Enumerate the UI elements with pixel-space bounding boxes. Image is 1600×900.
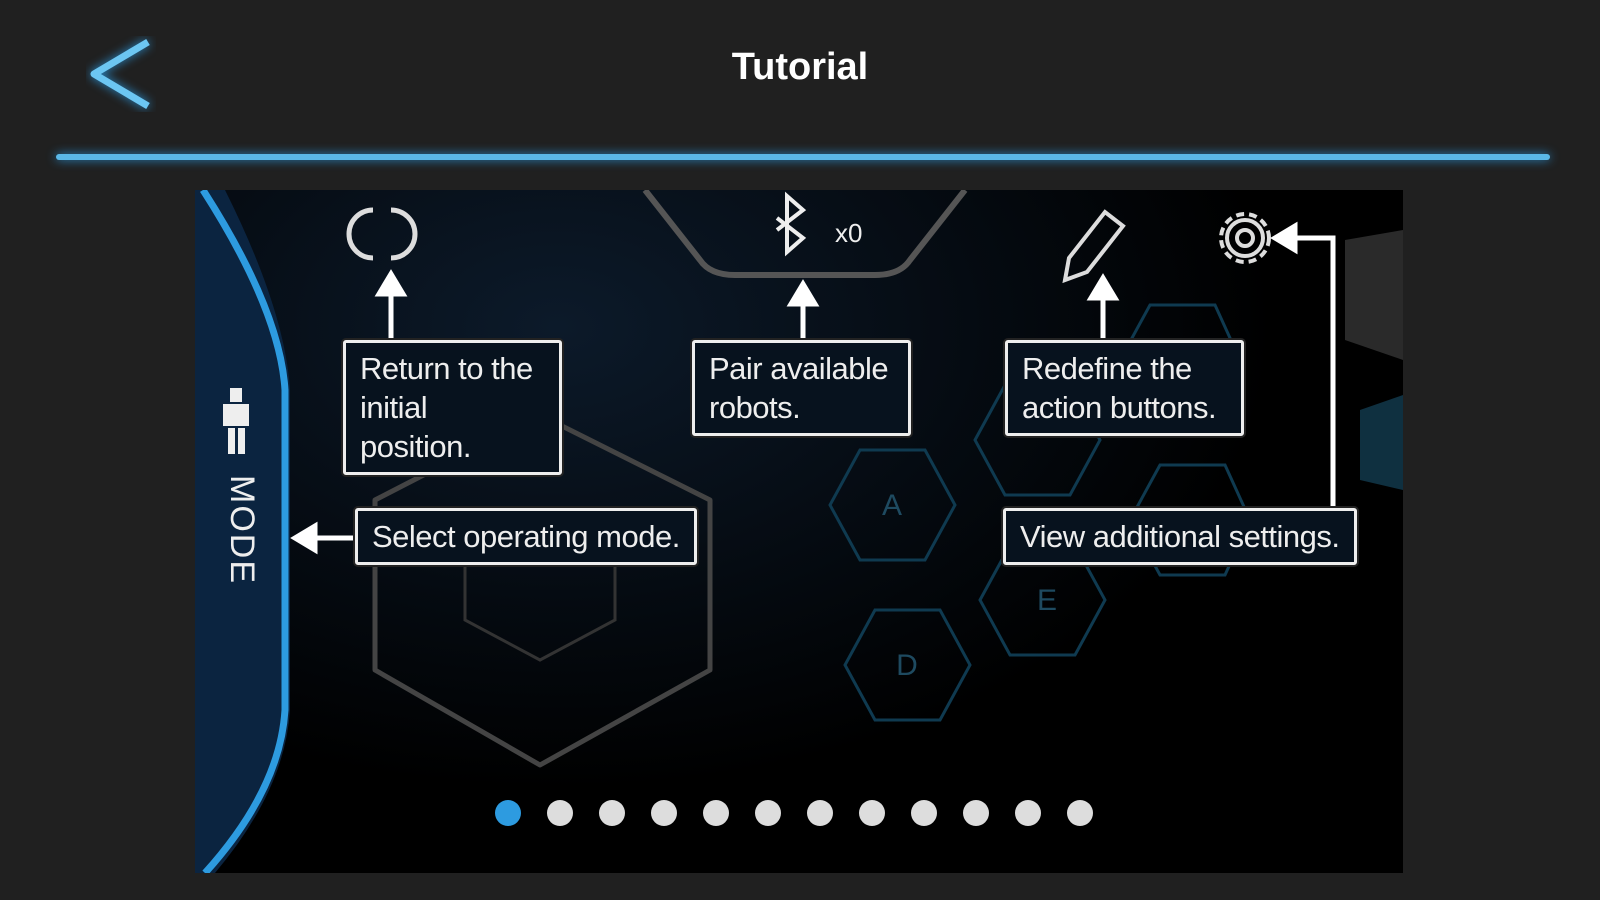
callout-reset: Return to the initial position.: [343, 340, 562, 475]
callout-pair: Pair available robots.: [692, 340, 911, 436]
page-dot[interactable]: [859, 800, 885, 826]
page-dot[interactable]: [495, 800, 521, 826]
hex-button-d: [843, 608, 972, 722]
page-dot[interactable]: [963, 800, 989, 826]
callout-settings: View additional settings.: [1003, 508, 1357, 565]
page-dot[interactable]: [599, 800, 625, 826]
back-button[interactable]: [86, 36, 156, 112]
page-dot[interactable]: [1067, 800, 1093, 826]
svg-text:D: D: [896, 649, 918, 682]
tutorial-image[interactable]: A D E MODE x0 Return to the initial positi…: [195, 190, 1403, 873]
pencil-icon: [1062, 209, 1126, 284]
page-dot[interactable]: [703, 800, 729, 826]
page-dot[interactable]: [807, 800, 833, 826]
mode-label[interactable]: MODE: [223, 475, 261, 585]
hex-button-a: [828, 448, 957, 562]
page-dot[interactable]: [1015, 800, 1041, 826]
header-divider: [56, 154, 1550, 160]
chevron-left-icon: [90, 38, 150, 110]
gear-icon: [1219, 212, 1271, 264]
bluetooth-icon: [775, 191, 807, 257]
svg-text:A: A: [882, 489, 902, 522]
page-dot[interactable]: [547, 800, 573, 826]
page-title: Tutorial: [731, 46, 869, 88]
page-indicator: [495, 800, 1093, 826]
bluetooth-count: x0: [835, 218, 863, 248]
robot-mode-icon[interactable]: [223, 388, 249, 458]
callout-redefine: Redefine the action buttons.: [1005, 340, 1244, 436]
page-dot[interactable]: [911, 800, 937, 826]
page-dot[interactable]: [651, 800, 677, 826]
reset-icon: [346, 207, 418, 261]
page-dot[interactable]: [755, 800, 781, 826]
svg-text:E: E: [1037, 584, 1057, 617]
callout-mode: Select operating mode.: [355, 508, 697, 565]
